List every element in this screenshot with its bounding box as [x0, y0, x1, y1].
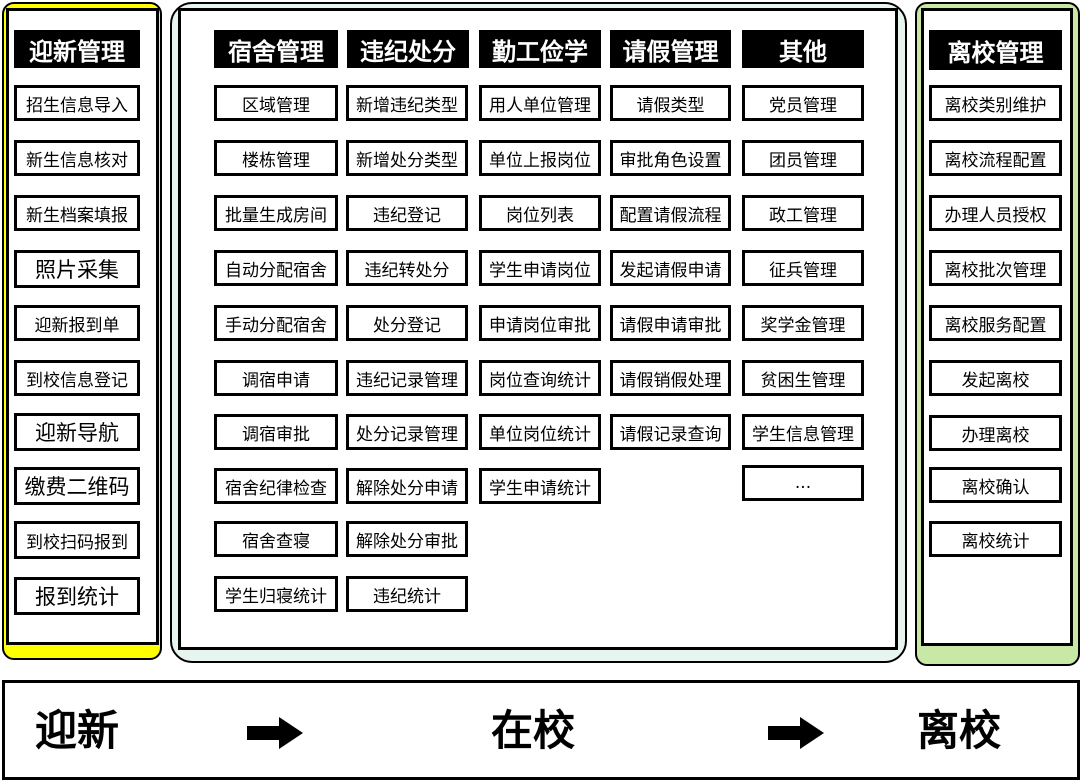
- leave-item[interactable]: 请假销假处理: [610, 360, 731, 396]
- departure-item[interactable]: 离校批次管理: [929, 250, 1062, 286]
- leave-item[interactable]: 发起请假申请: [610, 250, 731, 286]
- enrollment-header: 迎新管理: [14, 30, 140, 68]
- stage-on-campus: 在校: [491, 706, 576, 755]
- other-item[interactable]: 党员管理: [742, 85, 864, 121]
- other-item[interactable]: ...: [742, 465, 864, 501]
- discipline-item[interactable]: 违纪登记: [346, 195, 468, 231]
- departure-item[interactable]: 离校服务配置: [929, 305, 1062, 341]
- leave-item[interactable]: 审批角色设置: [610, 140, 731, 176]
- enrollment-item[interactable]: 缴费二维码: [14, 467, 140, 505]
- discipline-item[interactable]: 解除处分审批: [346, 521, 468, 557]
- enrollment-item[interactable]: 迎新报到单: [14, 305, 140, 341]
- enrollment-item[interactable]: 新生档案填报: [14, 195, 140, 231]
- work-study-item[interactable]: 学生申请统计: [479, 468, 601, 504]
- other-item[interactable]: 征兵管理: [742, 250, 864, 286]
- dorm-item[interactable]: 调宿审批: [214, 414, 338, 450]
- other-item[interactable]: 团员管理: [742, 140, 864, 176]
- work-study-item[interactable]: 单位上报岗位: [479, 140, 601, 176]
- dorm-item[interactable]: 批量生成房间: [214, 195, 338, 231]
- dorm-item[interactable]: 自动分配宿舍: [214, 250, 338, 286]
- discipline-header: 违纪处分: [347, 30, 469, 68]
- departure-item[interactable]: 离校流程配置: [929, 140, 1062, 176]
- dorm-header: 宿舍管理: [214, 30, 338, 68]
- work-study-item[interactable]: 学生申请岗位: [479, 250, 601, 286]
- departure-item[interactable]: 离校类别维护: [929, 85, 1062, 121]
- enrollment-item[interactable]: 招生信息导入: [14, 85, 140, 121]
- enrollment-item[interactable]: 照片采集: [14, 250, 140, 288]
- enrollment-item[interactable]: 到校扫码报到: [14, 521, 140, 559]
- departure-item[interactable]: 发起离校: [929, 360, 1062, 396]
- enrollment-item[interactable]: 报到统计: [14, 577, 140, 615]
- other-header: 其他: [742, 30, 864, 68]
- dorm-item[interactable]: 宿舍查寝: [214, 521, 338, 557]
- leave-item[interactable]: 请假类型: [610, 85, 731, 121]
- other-item[interactable]: 政工管理: [742, 195, 864, 231]
- discipline-item[interactable]: 违纪记录管理: [346, 360, 468, 396]
- departure-item[interactable]: 办理人员授权: [929, 195, 1062, 231]
- work-study-item[interactable]: 申请岗位审批: [479, 305, 601, 341]
- other-item[interactable]: 奖学金管理: [742, 305, 864, 341]
- dorm-item[interactable]: 调宿申请: [214, 360, 338, 396]
- dorm-item[interactable]: 楼栋管理: [214, 140, 338, 176]
- enrollment-item[interactable]: 到校信息登记: [14, 360, 140, 396]
- work-study-item[interactable]: 岗位列表: [479, 195, 601, 231]
- dorm-item[interactable]: 宿舍纪律检查: [214, 468, 338, 504]
- dorm-item[interactable]: 区域管理: [214, 85, 338, 121]
- discipline-item[interactable]: 处分登记: [346, 305, 468, 341]
- enrollment-item[interactable]: 迎新导航: [14, 413, 140, 451]
- leave-item[interactable]: 配置请假流程: [610, 195, 731, 231]
- discipline-item[interactable]: 违纪统计: [346, 576, 468, 612]
- leave-item[interactable]: 请假申请审批: [610, 305, 731, 341]
- stage-departure: 离校: [917, 706, 1002, 755]
- work-study-item[interactable]: 单位岗位统计: [479, 414, 601, 450]
- discipline-item[interactable]: 新增违纪类型: [346, 85, 468, 121]
- stage-enrollment: 迎新: [35, 706, 120, 755]
- discipline-item[interactable]: 处分记录管理: [346, 414, 468, 450]
- leave-header: 请假管理: [610, 30, 731, 68]
- leave-item[interactable]: 请假记录查询: [610, 414, 731, 450]
- lifecycle-flow-bar: 迎新 在校 离校: [2, 680, 1080, 780]
- work-study-item[interactable]: 岗位查询统计: [479, 360, 601, 396]
- other-item[interactable]: 学生信息管理: [742, 414, 864, 450]
- departure-item[interactable]: 离校确认: [929, 467, 1062, 503]
- other-item[interactable]: 贫困生管理: [742, 360, 864, 396]
- discipline-item[interactable]: 违纪转处分: [346, 250, 468, 286]
- departure-item[interactable]: 办理离校: [929, 415, 1062, 451]
- enrollment-item[interactable]: 新生信息核对: [14, 140, 140, 176]
- right-arrow-icon: [247, 717, 303, 749]
- right-arrow-icon: [768, 717, 824, 749]
- discipline-item[interactable]: 解除处分申请: [346, 468, 468, 504]
- work-study-item[interactable]: 用人单位管理: [479, 85, 601, 121]
- departure-header: 离校管理: [929, 30, 1062, 70]
- dorm-item[interactable]: 学生归寝统计: [214, 576, 338, 612]
- departure-item[interactable]: 离校统计: [929, 521, 1062, 557]
- discipline-item[interactable]: 新增处分类型: [346, 140, 468, 176]
- dorm-item[interactable]: 手动分配宿舍: [214, 305, 338, 341]
- work-study-header: 勤工俭学: [479, 30, 601, 68]
